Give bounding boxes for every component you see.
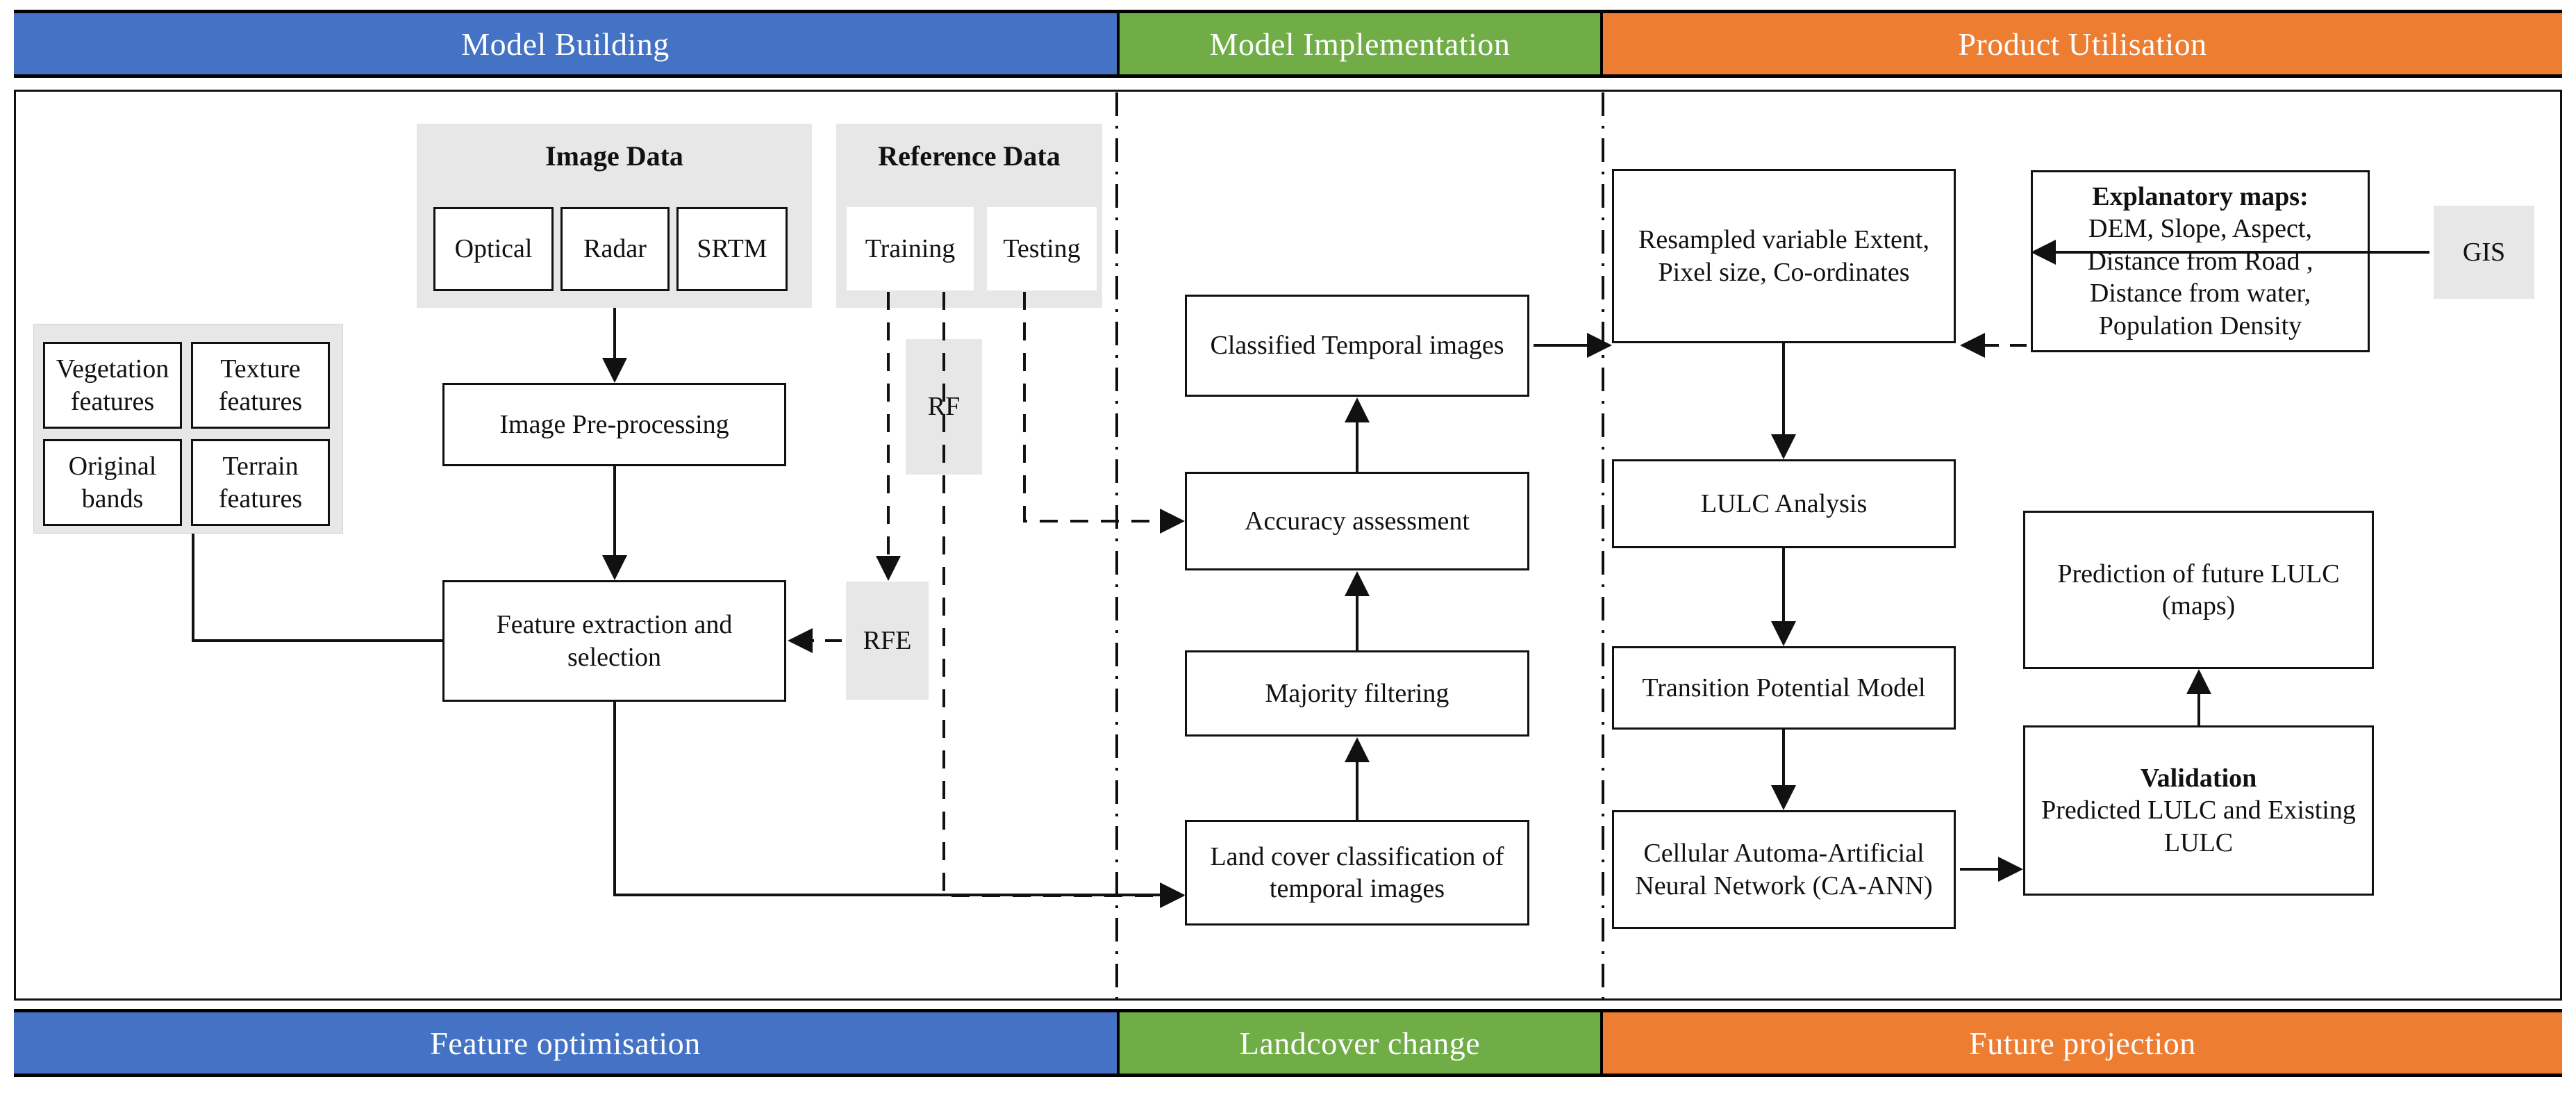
box-label: Optical bbox=[454, 234, 533, 264]
validation-box[interactable]: Validation Predicted LULC and Existing L… bbox=[2023, 725, 2374, 896]
box-label: GIS bbox=[2462, 237, 2506, 267]
box-label: Vegetation features bbox=[56, 354, 169, 416]
feature-item-terrain[interactable]: Terrain features bbox=[191, 439, 330, 526]
box-label: Land cover classification of temporal im… bbox=[1210, 841, 1504, 903]
explanatory-maps-box[interactable]: Explanatory maps: DEM, Slope, Aspect, Di… bbox=[2031, 170, 2370, 352]
explanatory-maps-body: DEM, Slope, Aspect, Distance from Road ,… bbox=[2087, 214, 2313, 340]
phase-banner-landcover-change: Landcover change bbox=[1117, 1009, 1603, 1077]
box-label: SRTM bbox=[697, 234, 767, 264]
rf-box[interactable]: RF bbox=[906, 339, 982, 475]
box-label: Texture features bbox=[218, 354, 303, 416]
phase-banner-label: Feature optimisation bbox=[430, 1025, 701, 1061]
image-data-title: Image Data bbox=[545, 140, 683, 172]
classified-temporal-images-box[interactable]: Classified Temporal images bbox=[1185, 295, 1529, 397]
reference-data-title: Reference Data bbox=[878, 140, 1061, 172]
feature-item-vegetation[interactable]: Vegetation features bbox=[43, 342, 182, 429]
phase-banner-future-projection: Future projection bbox=[1603, 1009, 2562, 1077]
box-label: Accuracy assessment bbox=[1245, 506, 1470, 536]
box-label: Radar bbox=[583, 234, 647, 264]
explanatory-maps-title: Explanatory maps: bbox=[2092, 182, 2309, 212]
phase-banner-label: Product Utilisation bbox=[1958, 26, 2207, 62]
validation-body: Predicted LULC and Existing LULC bbox=[2041, 796, 2356, 857]
box-label: RFE bbox=[863, 625, 912, 655]
validation-title: Validation bbox=[2140, 763, 2257, 793]
image-data-item-optical[interactable]: Optical bbox=[433, 207, 554, 291]
box-label: Prediction of future LULC (maps) bbox=[2057, 559, 2340, 620]
box-label: Majority filtering bbox=[1265, 678, 1449, 708]
phase-banner-product-utilisation: Product Utilisation bbox=[1603, 10, 2562, 78]
box-label: LULC Analysis bbox=[1700, 488, 1868, 518]
land-cover-classification-box[interactable]: Land cover classification of temporal im… bbox=[1185, 820, 1529, 926]
feature-item-texture[interactable]: Texture features bbox=[191, 342, 330, 429]
phase-banner-model-building: Model Building bbox=[14, 10, 1117, 78]
rfe-box[interactable]: RFE bbox=[846, 582, 929, 700]
accuracy-assessment-box[interactable]: Accuracy assessment bbox=[1185, 472, 1529, 570]
box-label: Original bands bbox=[68, 452, 157, 513]
lulc-analysis-box[interactable]: LULC Analysis bbox=[1612, 459, 1956, 548]
transition-potential-model-box[interactable]: Transition Potential Model bbox=[1612, 646, 1956, 730]
image-preprocessing-box[interactable]: Image Pre-processing bbox=[442, 383, 786, 466]
phase-banner-label: Landcover change bbox=[1239, 1025, 1481, 1061]
reference-data-item-testing[interactable]: Testing bbox=[987, 207, 1097, 290]
box-label: Transition Potential Model bbox=[1642, 673, 1926, 702]
box-label: Image Pre-processing bbox=[499, 409, 729, 439]
box-label: Training bbox=[865, 233, 956, 263]
phase-banner-label: Model Building bbox=[461, 26, 670, 62]
box-label: Cellular Automa-Artificial Neural Networ… bbox=[1635, 839, 1933, 900]
ca-ann-box[interactable]: Cellular Automa-Artificial Neural Networ… bbox=[1612, 810, 1956, 929]
majority-filtering-box[interactable]: Majority filtering bbox=[1185, 650, 1529, 737]
gis-box[interactable]: GIS bbox=[2434, 206, 2534, 299]
prediction-future-lulc-box[interactable]: Prediction of future LULC (maps) bbox=[2023, 511, 2374, 669]
phase-banner-model-implementation: Model Implementation bbox=[1117, 10, 1603, 78]
phase-banner-label: Model Implementation bbox=[1209, 26, 1511, 62]
box-label: Feature extraction and selection bbox=[496, 610, 733, 672]
phase-banner-feature-optimisation: Feature optimisation bbox=[14, 1009, 1117, 1077]
feature-item-original-bands[interactable]: Original bands bbox=[43, 439, 182, 526]
phase-banner-label: Future projection bbox=[1969, 1025, 2196, 1061]
box-label: Classified Temporal images bbox=[1210, 331, 1504, 361]
box-label: RF bbox=[927, 392, 961, 422]
reference-data-item-training[interactable]: Training bbox=[847, 207, 974, 290]
box-label: Terrain features bbox=[218, 452, 303, 513]
image-data-item-srtm[interactable]: SRTM bbox=[676, 207, 788, 291]
feature-extraction-box[interactable]: Feature extraction and selection bbox=[442, 580, 786, 702]
resampled-variable-box[interactable]: Resampled variable Extent, Pixel size, C… bbox=[1612, 169, 1956, 343]
box-label: Resampled variable Extent, Pixel size, C… bbox=[1638, 225, 1929, 287]
image-data-item-radar[interactable]: Radar bbox=[560, 207, 670, 291]
box-label: Testing bbox=[1003, 233, 1081, 263]
